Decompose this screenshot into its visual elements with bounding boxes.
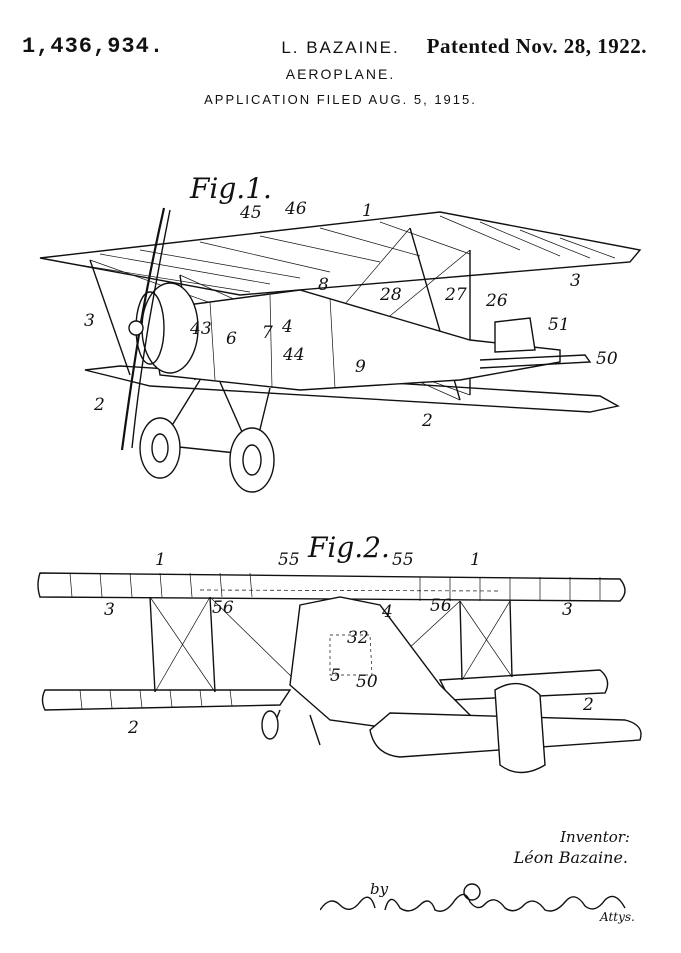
ref-numeral: 55 [392, 550, 414, 570]
inventor-block: Inventor: Léon Bazaine. [470, 828, 650, 867]
patent-title: AEROPLANE. [285, 66, 396, 82]
inventor-signature: Léon Bazaine. [513, 848, 628, 867]
ref-numeral: 1 [155, 550, 166, 570]
inventor-label: Inventor: [560, 828, 630, 846]
ref-numeral: 3 [570, 271, 581, 291]
ref-numeral: 4 [381, 602, 393, 622]
patent-date: Patented Nov. 28, 1922. [426, 34, 647, 58]
ref-numeral: 6 [226, 329, 237, 349]
by-label: by [370, 880, 389, 898]
ref-numeral: 28 [379, 285, 402, 305]
ref-numeral: 4 [281, 317, 293, 337]
ref-numeral: 51 [548, 315, 570, 335]
ref-numeral: 43 [189, 319, 212, 339]
ref-numeral: 55 [278, 550, 300, 570]
ref-numeral: 56 [212, 598, 234, 618]
ref-numeral: 2 [127, 718, 139, 738]
ref-numeral: 27 [444, 285, 467, 305]
ref-numeral: 3 [562, 600, 573, 620]
ref-numeral: 3 [84, 311, 95, 331]
ref-numeral: 32 [347, 628, 369, 648]
ref-numeral: 2 [582, 695, 594, 715]
ref-numeral: 44 [282, 345, 305, 365]
figure-2-drawing: Fig.2. 1 55 55 1 3 56 4 56 3 32 5 50 2 2 [37, 535, 642, 774]
ref-numeral: 5 [330, 666, 341, 686]
attorneys-label: Attys. [600, 910, 635, 924]
ref-numeral: 1 [362, 201, 373, 221]
ref-numeral: 56 [430, 596, 452, 616]
ref-numeral: 26 [485, 291, 508, 311]
ref-numeral: 2 [93, 395, 105, 415]
ref-numeral: 1 [470, 550, 481, 570]
ref-numeral: 3 [104, 600, 115, 620]
ref-numeral: 9 [355, 357, 366, 377]
patent-number: 1,436,934. [22, 34, 165, 59]
application-filed: APPLICATION FILED AUG. 5, 1915. [204, 92, 477, 107]
ref-numeral: 50 [596, 349, 618, 369]
ref-numeral: 2 [421, 411, 433, 431]
figure-1-drawing: Fig.1. 45 46 1 3 3 8 28 27 26 51 50 43 6… [39, 172, 642, 493]
ref-numeral: 45 [239, 203, 262, 223]
ref-numeral: 50 [356, 672, 378, 692]
ref-numeral: 46 [284, 199, 307, 219]
figure-1-label: Fig.1. [189, 172, 272, 205]
ref-numeral: 7 [262, 323, 273, 343]
inventor-name: L. BAZAINE. [281, 38, 400, 57]
figure-2-label: Fig.2. [307, 535, 390, 564]
ref-numeral: 8 [318, 275, 329, 295]
attorney-signature [320, 883, 626, 912]
attorney-signature-block: by Attys. [320, 880, 650, 930]
